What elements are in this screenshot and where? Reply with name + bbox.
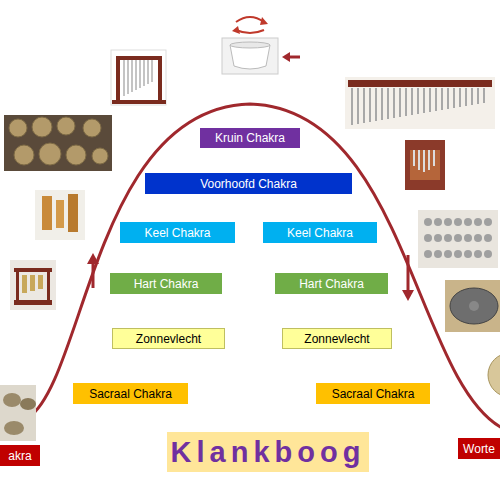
gong [488,353,500,397]
up-arrow [87,253,99,288]
chakra-label: Sacraal Chakra [332,387,415,401]
chakra-label: Worte [463,442,495,456]
chakra-label: Hart Chakra [299,277,364,291]
chakra-label: Keel Chakra [144,226,210,240]
wood-chimes [35,190,85,240]
chakra-box: Hart Chakra [275,273,388,294]
chakra-box: Zonnevlecht [282,328,392,349]
chakra-label: Zonnevlecht [304,332,369,346]
chakra-box: Sacraal Chakra [73,383,188,404]
chakra-label: Voorhoofd Chakra [200,177,297,191]
chime-frame [111,50,166,105]
chakra-box: Keel Chakra [263,222,377,243]
kalimba [405,140,445,190]
bar-chimes [345,77,495,129]
chakra-box: akra [0,445,40,466]
singing-bowls [0,385,36,441]
chakra-label: Keel Chakra [287,226,353,240]
chakra-box: Worte [458,438,500,459]
chakra-label: Hart Chakra [134,277,199,291]
chakra-box: Sacraal Chakra [316,383,430,404]
down-arrow [402,255,414,301]
chakra-box: Voorhoofd Chakra [145,173,352,194]
crystal-bowl [222,17,300,74]
chakra-box: Hart Chakra [110,273,222,294]
tingsha-bowls [4,115,112,171]
chakra-box: Kruin Chakra [200,128,300,148]
chime-stand [10,260,56,310]
chakra-box: Zonnevlecht [112,328,225,349]
diagram-title: Klankboog [167,432,369,472]
chakra-box: Keel Chakra [120,222,235,243]
chakra-label: Kruin Chakra [215,131,285,145]
hang-drum [445,280,500,332]
chakra-label: akra [8,449,31,463]
chakra-label: Zonnevlecht [136,332,201,346]
chakra-label: Sacraal Chakra [89,387,172,401]
bell-chimes [418,210,498,268]
sound-arch [28,104,500,428]
